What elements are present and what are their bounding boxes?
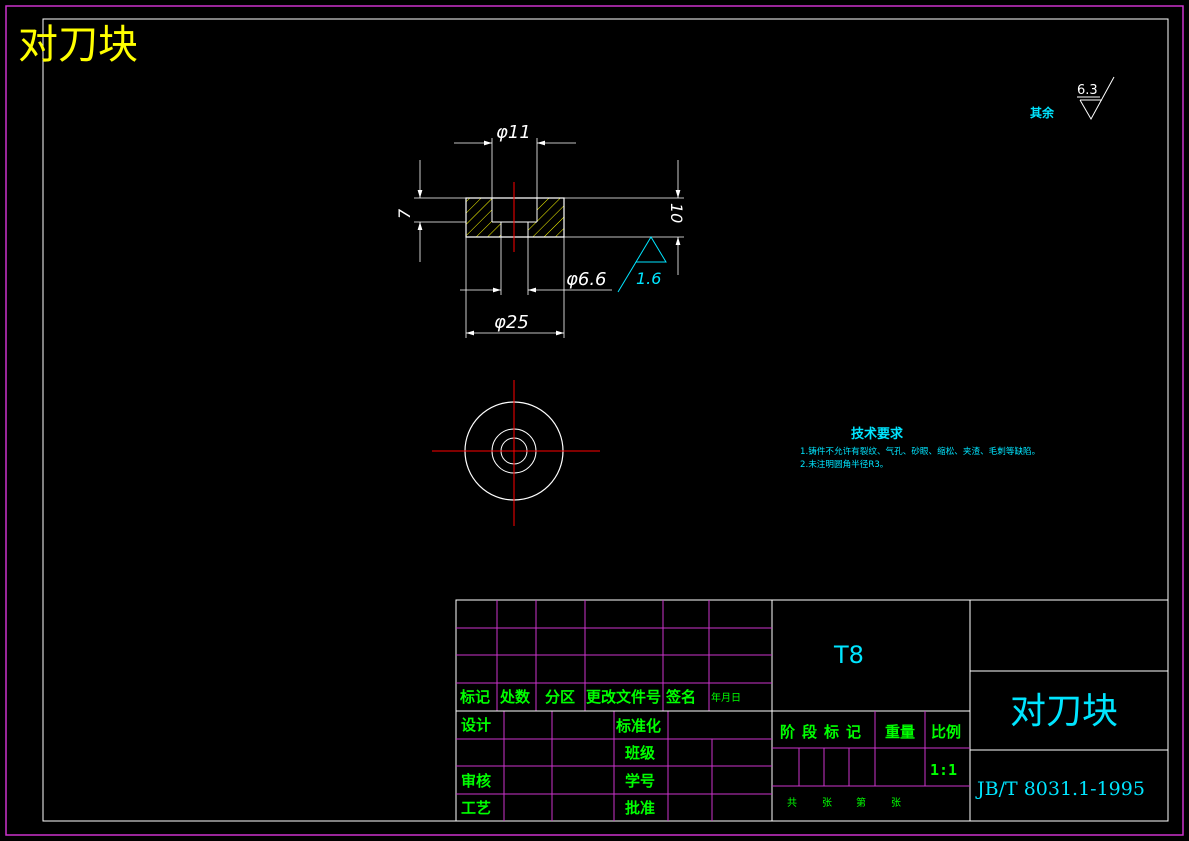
tb-scale-value: 1:1 <box>930 761 957 779</box>
tb-design: 设计 <box>461 716 491 734</box>
tb-review: 审核 <box>461 772 491 790</box>
roughness-bottom: 1.6 <box>617 236 667 293</box>
tb-material: T8 <box>833 641 864 669</box>
tech-requirements: 技术要求 1.铸件不允许有裂纹、气孔、砂眼、缩松、夹渣、毛刺等缺陷。 2.未注明… <box>800 426 1040 470</box>
sheet-border <box>5 5 1184 836</box>
tb-scale-label: 比例 <box>931 723 961 741</box>
hdr-zone: 分区 <box>545 688 575 706</box>
hdr-doc: 更改文件号 <box>586 688 661 706</box>
tb-approve: 批准 <box>625 799 655 817</box>
hdr-date: 年月日 <box>711 691 741 704</box>
tb-sheets-zhang1: 张 <box>822 797 832 809</box>
tb-class: 班级 <box>625 744 656 762</box>
title-block: 标记 处数 分区 更改文件号 签名 年月日 设计 标准化 班级 审核 学号 工艺… <box>455 599 1169 822</box>
roughness-triangle-icon <box>635 236 667 263</box>
top-view <box>432 380 600 526</box>
tb-drawing-no: JB/T 8031.1-1995 <box>975 778 1145 800</box>
tb-standardize: 标准化 <box>615 717 661 735</box>
tb-sheets-di: 第 <box>856 796 866 809</box>
tech-req-item-2: 2.未注明圆角半径R3。 <box>800 458 888 470</box>
roughness-symbol-icon <box>1079 76 1115 121</box>
dim-step-height: 7 <box>395 208 414 219</box>
roughness-general-label: 其余 <box>1030 105 1055 120</box>
roughness-general: 其余 6.3 <box>1030 76 1115 121</box>
roughness-bottom-value: 1.6 <box>636 269 661 288</box>
hdr-sign: 签名 <box>665 688 696 706</box>
roughness-general-value: 6.3 <box>1077 83 1098 98</box>
corner-title: 对刀块 <box>18 22 138 68</box>
tb-student-no: 学号 <box>625 772 655 790</box>
tech-req-title: 技术要求 <box>851 426 904 442</box>
hdr-count: 处数 <box>499 688 531 706</box>
tb-sheets-total: 共 <box>787 797 797 809</box>
tb-weight: 重量 <box>885 723 915 741</box>
tech-req-item-1: 1.铸件不允许有裂纹、气孔、砂眼、缩松、夹渣、毛刺等缺陷。 <box>800 445 1040 457</box>
tb-process: 工艺 <box>461 799 491 817</box>
dim-outer-diameter: φ25 <box>494 312 529 333</box>
dim-hole-diameter: φ6.6 <box>566 269 607 290</box>
dim-top-diameter: φ11 <box>496 122 531 143</box>
hdr-mark: 标记 <box>459 688 490 706</box>
tb-stage-mark: 阶段标记 <box>780 723 868 741</box>
dim-total-height: 10 <box>667 203 686 223</box>
tb-sheets-zhang2: 张 <box>891 797 901 809</box>
tb-part-name: 对刀块 <box>1010 691 1118 732</box>
front-view-section: φ11 7 10 φ6.6 φ25 1.6 <box>395 122 686 338</box>
